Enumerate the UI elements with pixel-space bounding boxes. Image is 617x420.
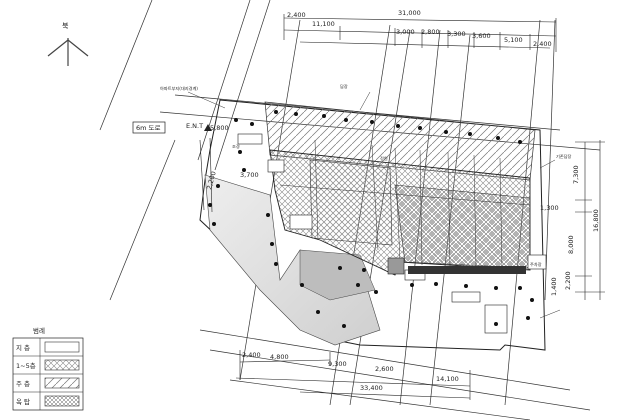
landscape-area [204, 174, 381, 346]
dim-top-6: 3,600 [472, 32, 491, 40]
legend-swatch-main [44, 377, 80, 389]
entrance-arrow-icon [204, 124, 212, 131]
dim-right-1: 7,300 [572, 165, 580, 184]
dim-top-4: 2,800 [421, 28, 440, 36]
dim-right-2: 1,300 [540, 204, 559, 212]
road-label-box [132, 121, 166, 134]
dim-left-1: 5,800 [210, 124, 229, 132]
north-compass [47, 38, 89, 66]
dim-top-1: 2,400 [287, 11, 306, 19]
left-dimension-chain [199, 137, 213, 213]
legend-item-label: 1~5층 [16, 361, 36, 370]
bottom-dimension-chain [235, 350, 471, 400]
dim-right-4: 8,000 [567, 235, 575, 254]
note-existing-fence: 기존담장 [556, 153, 572, 160]
dim-right-6: 1,400 [550, 277, 558, 296]
dim-bottom-5: 14,100 [436, 375, 459, 383]
parking-strip [408, 266, 526, 274]
building-tower [309, 159, 393, 246]
legend-swatch-basement [44, 341, 80, 353]
note-leaders [187, 91, 561, 319]
note-parking: 주차장 [530, 261, 542, 268]
tree-symbols [208, 110, 534, 328]
dim-top-2: 11,100 [312, 20, 335, 28]
dim-left-3: 3,700 [240, 171, 259, 179]
dim-bottom-total: 33,400 [360, 384, 383, 392]
dim-top-8: 2,400 [533, 40, 552, 48]
note-garden: 정원 [380, 155, 388, 161]
compass-label: 북 [62, 22, 69, 30]
dim-right-3: 16,800 [592, 209, 600, 232]
legend-item-label: 주 층 [16, 379, 30, 388]
legend-item-label: 지 층 [16, 343, 30, 352]
legend: 범례 지 층 1~5층 주 층 옥 탑 [12, 326, 84, 411]
legend-item-label: 옥 탑 [16, 398, 30, 406]
dim-top-total: 31,000 [398, 9, 421, 17]
dim-top-7: 5,100 [504, 36, 523, 44]
dim-top-3: 3,000 [396, 28, 415, 36]
dim-top-5: 3,300 [447, 30, 466, 38]
legend-swatch-roof [44, 395, 80, 407]
room-blocks [237, 133, 547, 334]
dim-right-5: 2,200 [564, 271, 572, 290]
top-dimension-chain [283, 14, 557, 52]
legend-title: 범례 [33, 326, 45, 335]
entrance-label: E.N.T [186, 122, 203, 130]
right-dimension-chain [575, 140, 605, 300]
building-grid [279, 139, 531, 269]
road-label: 6m 도로 [136, 124, 161, 132]
note-site: 아파트부지(대지경계) [160, 85, 198, 92]
dim-bottom-4: 2,600 [375, 365, 394, 373]
building-core [394, 184, 531, 269]
note-landscape: 조경 [232, 143, 240, 149]
dim-bottom-1: 2,400 [242, 351, 261, 359]
note-fence: 담장 [340, 83, 348, 89]
dim-bottom-2: 4,800 [270, 353, 289, 361]
dim-bottom-3: 9,300 [328, 360, 347, 368]
legend-swatch-floors [44, 359, 80, 371]
